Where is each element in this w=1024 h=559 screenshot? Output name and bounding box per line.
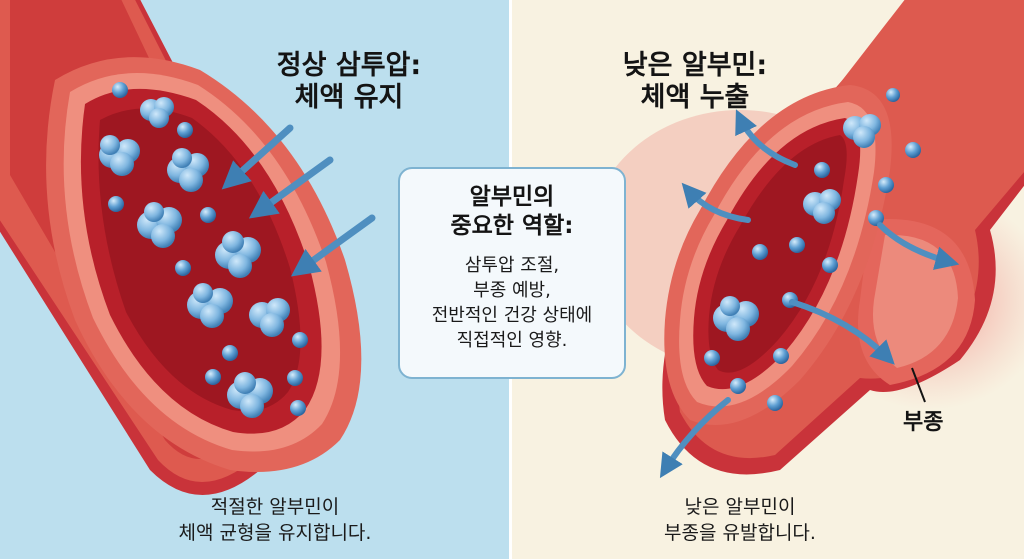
edema-pointer-line bbox=[911, 367, 926, 403]
right-caption: 낮은 알부민이 부종을 유발합니다. bbox=[620, 494, 860, 546]
right-caption-line1: 낮은 알부민이 bbox=[684, 496, 796, 518]
albumin-role-item-3: 전반적인 건강 상태에 bbox=[431, 305, 593, 326]
fluid-leak-arrows bbox=[659, 109, 960, 479]
left-caption-line2: 체액 균형을 유지합니다. bbox=[178, 522, 372, 544]
fluid-in-arrows bbox=[221, 124, 376, 277]
albumin-role-item-2: 부종 예방, bbox=[473, 280, 551, 301]
right-heading-line1: 낮은 알부민: bbox=[622, 50, 768, 81]
albumin-role-item-1: 삼투압 조절, bbox=[464, 255, 560, 276]
albumin-role-title: 알부민의 중요한 역할: bbox=[400, 183, 624, 241]
left-caption: 적절한 알부민이 체액 균형을 유지합니다. bbox=[140, 494, 410, 546]
albumin-clusters-left bbox=[99, 97, 290, 418]
left-heading: 정상 삼투압: 체액 유지 bbox=[244, 50, 454, 114]
edema-label: 부종 bbox=[903, 410, 944, 435]
albumin-dots-left bbox=[108, 82, 308, 416]
left-heading-line1: 정상 삼투압: bbox=[276, 50, 422, 81]
right-caption-line2: 부종을 유발합니다. bbox=[664, 522, 816, 544]
albumin-role-box: 알부민의 중요한 역할: 삼투압 조절, 부종 예방, 전반적인 건강 상태에 … bbox=[398, 167, 626, 379]
albumin-clusters-right bbox=[713, 114, 881, 341]
left-caption-line1: 적절한 알부민이 bbox=[210, 496, 340, 518]
left-heading-line2: 체액 유지 bbox=[294, 82, 404, 113]
albumin-role-item-4: 직접적인 영향. bbox=[456, 330, 568, 351]
leaking-blood-vessel bbox=[590, 0, 1024, 479]
right-heading: 낮은 알부민: 체액 누출 bbox=[590, 50, 800, 114]
right-heading-line2: 체액 누출 bbox=[640, 82, 750, 113]
albumin-role-title-line2: 중요한 역할: bbox=[450, 213, 574, 239]
albumin-role-body: 삼투압 조절, 부종 예방, 전반적인 건강 상태에 직접적인 영향. bbox=[400, 253, 624, 353]
albumin-role-title-line1: 알부민의 bbox=[469, 184, 555, 210]
normal-blood-vessel bbox=[0, 0, 376, 495]
